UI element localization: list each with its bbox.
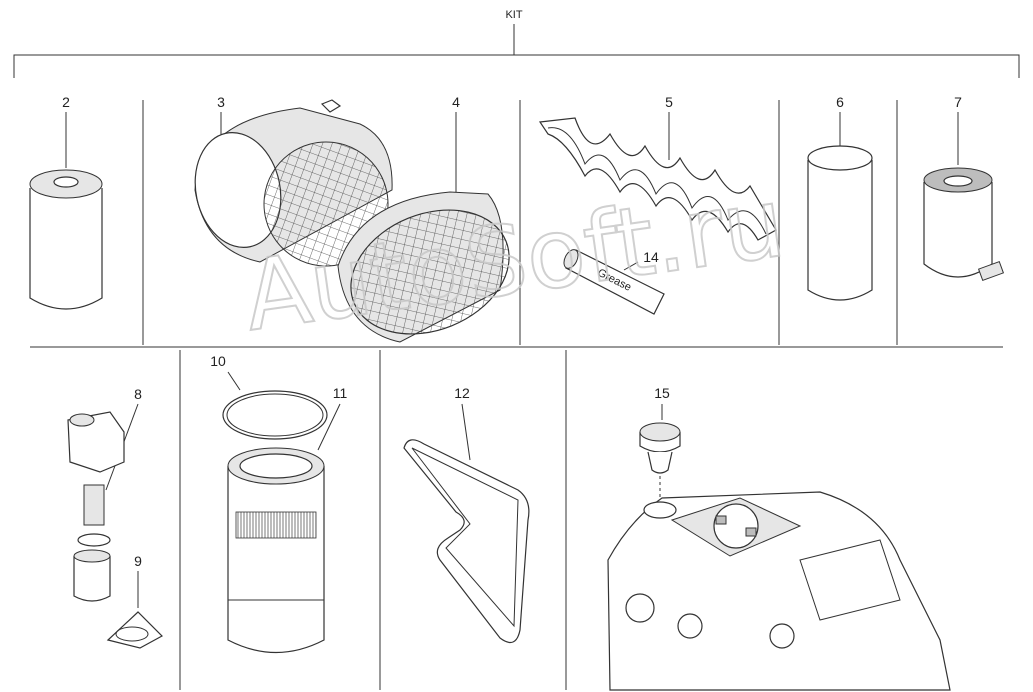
callout-10: 10 bbox=[210, 353, 226, 369]
callout-4: 4 bbox=[452, 94, 460, 110]
part-9-oring-kit: 9 bbox=[106, 553, 163, 649]
part-3-air-filter: 3 bbox=[194, 94, 393, 267]
callout-3: 3 bbox=[217, 94, 225, 110]
callout-5: 5 bbox=[665, 94, 673, 110]
panel-dividers bbox=[30, 100, 1003, 690]
part-2-oil-filter: 2 bbox=[29, 94, 103, 310]
part-15-breather-cap: 15 bbox=[639, 385, 681, 505]
part-7-fuel-separator: 7 bbox=[923, 94, 1005, 282]
part-6-filter-cartridge: 6 bbox=[807, 94, 873, 301]
callout-2: 2 bbox=[62, 94, 70, 110]
part-5-gasket: 5 bbox=[538, 94, 777, 241]
callout-8: 8 bbox=[134, 386, 142, 402]
part-11-large-filter: 11 bbox=[227, 385, 348, 653]
callout-15: 15 bbox=[654, 385, 670, 401]
part-8-fuel-pump: 8 bbox=[67, 386, 142, 602]
callout-7: 7 bbox=[954, 94, 962, 110]
kit-label: KIT bbox=[505, 9, 522, 21]
callout-11: 11 bbox=[333, 385, 348, 401]
callout-14: 14 bbox=[643, 249, 659, 265]
part-10-seal-ring: 10 bbox=[210, 353, 328, 440]
engine-housing bbox=[607, 491, 951, 691]
callout-12: 12 bbox=[454, 385, 470, 401]
kit-bracket: KIT bbox=[13, 9, 1020, 78]
part-12-drive-belt: 12 bbox=[403, 385, 530, 644]
callout-9: 9 bbox=[134, 553, 142, 569]
callout-6: 6 bbox=[836, 94, 844, 110]
part-4-air-filter-secondary: 4 bbox=[337, 94, 510, 343]
